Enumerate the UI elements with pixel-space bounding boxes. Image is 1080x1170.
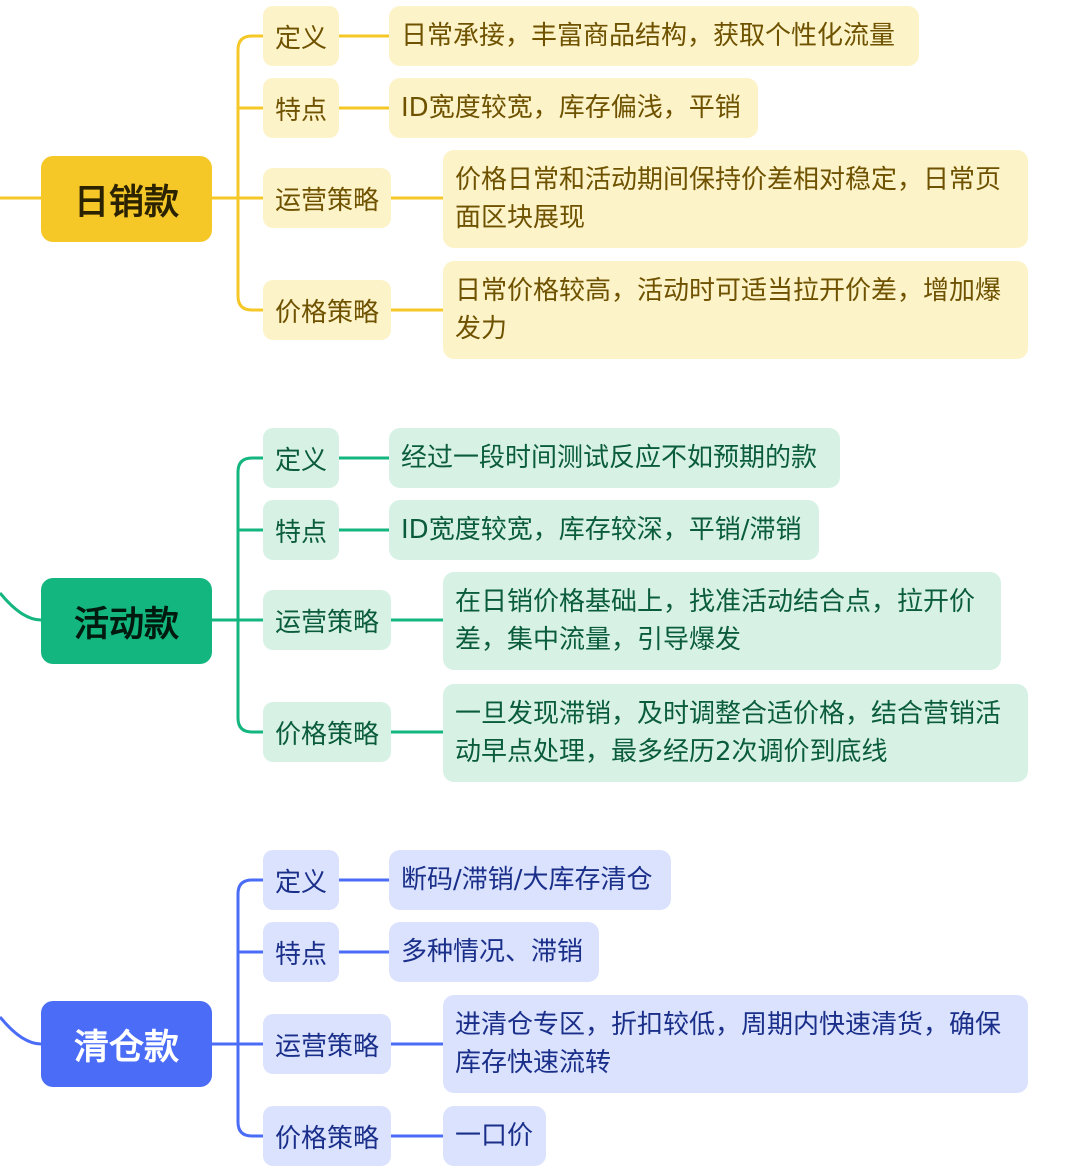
label-features[interactable]: 特点 [263,500,339,560]
value-text: 经过一段时间测试反应不如预期的款 [401,443,818,473]
value-price-strategy[interactable]: 一旦发现滞销，及时调整合适价格，结合营销活动早点处理，最多经历2次调价到底线 [443,684,1028,782]
value-text: ID宽度较宽，库存较深，平销/滞销 [401,515,802,545]
value-operation-strategy[interactable]: 在日销价格基础上，找准活动结合点，拉开价差，集中流量，引导爆发 [443,572,1001,670]
value-text: 进清仓专区，折扣较低，周期内快速清货，确保库存快速流转 [455,1010,1002,1078]
value-definition[interactable]: 断码/滞销/大库存清仓 [389,850,671,910]
value-text: 多种情况、滞销 [401,937,584,967]
value-definition[interactable]: 经过一段时间测试反应不如预期的款 [389,428,840,488]
value-text: 一旦发现滞销，及时调整合适价格，结合营销活动早点处理，最多经历2次调价到底线 [455,699,1002,767]
root-node-rixiao[interactable]: 日销款 [41,156,212,242]
value-text: 日常价格较高，活动时可适当拉开价差，增加爆发力 [455,276,1002,344]
connectors-huodong [0,456,443,734]
label-features[interactable]: 特点 [263,78,339,138]
value-operation-strategy[interactable]: 进清仓专区，折扣较低，周期内快速清货，确保库存快速流转 [443,995,1028,1093]
value-operation-strategy[interactable]: 价格日常和活动期间保持价差相对稳定，日常页面区块展现 [443,150,1028,248]
label-operation-strategy[interactable]: 运营策略 [263,168,391,228]
connectors-rixiao [0,34,443,312]
label-definition[interactable]: 定义 [263,850,339,910]
value-features[interactable]: ID宽度较宽，库存偏浅，平销 [389,78,758,138]
root-node-huodong[interactable]: 活动款 [41,578,212,664]
value-text: 在日销价格基础上，找准活动结合点，拉开价差，集中流量，引导爆发 [455,587,976,655]
value-text: 一口价 [455,1121,534,1151]
value-text: 断码/滞销/大库存清仓 [401,865,653,895]
value-price-strategy[interactable]: 日常价格较高，活动时可适当拉开价差，增加爆发力 [443,261,1028,359]
value-text: ID宽度较宽，库存偏浅，平销 [401,93,741,123]
label-operation-strategy[interactable]: 运营策略 [263,590,391,650]
label-definition[interactable]: 定义 [263,428,339,488]
value-features[interactable]: ID宽度较宽，库存较深，平销/滞销 [389,500,819,560]
value-text: 价格日常和活动期间保持价差相对稳定，日常页面区块展现 [455,165,1002,233]
value-definition[interactable]: 日常承接，丰富商品结构，获取个性化流量 [389,6,919,66]
value-price-strategy[interactable]: 一口价 [443,1106,546,1166]
root-node-qingcang[interactable]: 清仓款 [41,1001,212,1087]
value-features[interactable]: 多种情况、滞销 [389,922,599,982]
label-price-strategy[interactable]: 价格策略 [263,1106,391,1166]
label-price-strategy[interactable]: 价格策略 [263,702,391,762]
label-definition[interactable]: 定义 [263,6,339,66]
label-price-strategy[interactable]: 价格策略 [263,280,391,340]
label-features[interactable]: 特点 [263,922,339,982]
label-operation-strategy[interactable]: 运营策略 [263,1014,391,1074]
connectors-qingcang [0,878,443,1138]
value-text: 日常承接，丰富商品结构，获取个性化流量 [401,21,896,51]
